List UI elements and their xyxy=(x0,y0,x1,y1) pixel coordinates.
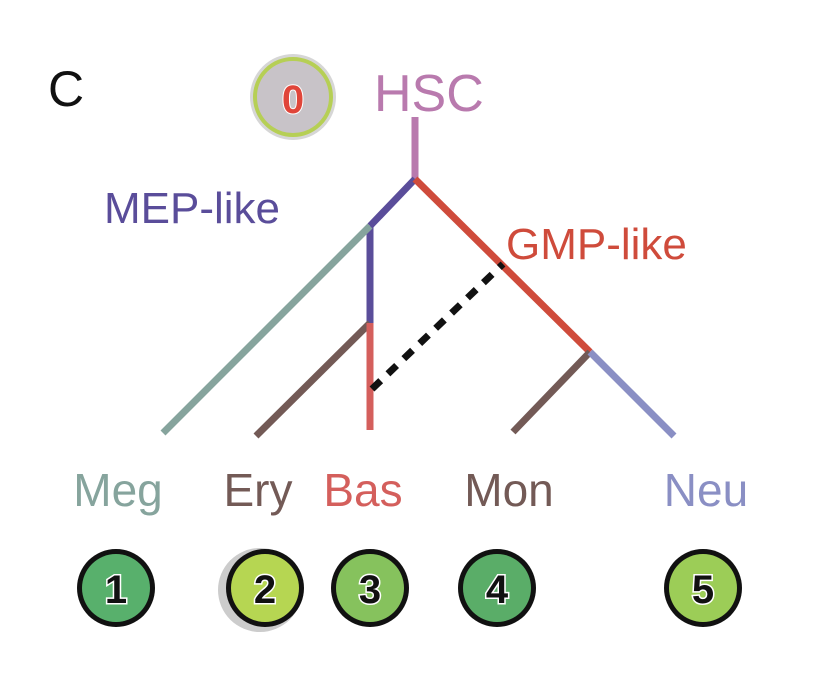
leaf-label-neu: Neu xyxy=(664,464,748,516)
meg-edge xyxy=(160,223,373,436)
leaf-badge-4-number: 4 xyxy=(486,568,509,612)
neu-edge xyxy=(587,349,677,439)
leaf-badge-3: 3 xyxy=(331,549,409,627)
leaf-label-ery: Ery xyxy=(224,464,293,516)
mep-label: MEP-like xyxy=(104,184,280,233)
dashed-link xyxy=(369,261,506,392)
mon-edge xyxy=(510,349,593,435)
ery-edge xyxy=(253,320,373,439)
root-badge: 0 xyxy=(250,54,336,140)
leaf-label-bas: Bas xyxy=(323,464,402,516)
leaf-label-meg: Meg xyxy=(73,464,162,516)
leaf-badge-2: 2 xyxy=(218,548,304,632)
leaf-badge-5: 5 xyxy=(664,549,742,627)
leaf-badge-1-number: 1 xyxy=(105,568,127,612)
root-label: HSC xyxy=(374,65,484,123)
mep-branch xyxy=(367,176,418,229)
leaf-badge-1: 1 xyxy=(77,549,155,627)
gmp-label: GMP-like xyxy=(506,220,687,269)
panel-label: C xyxy=(48,61,84,117)
leaf-badge-5-number: 5 xyxy=(692,568,714,612)
leaf-badge-3-number: 3 xyxy=(359,568,381,612)
leaf-badge-2-number: 2 xyxy=(254,568,276,612)
root-badge-number: 0 xyxy=(282,78,304,122)
leaf-badge-4: 4 xyxy=(458,549,536,627)
leaf-label-mon: Mon xyxy=(464,464,553,516)
